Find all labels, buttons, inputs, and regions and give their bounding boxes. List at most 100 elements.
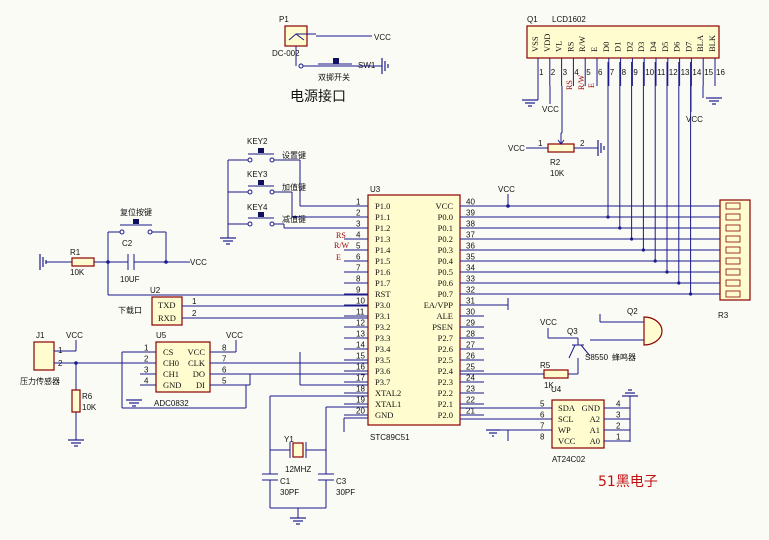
mcu-pin-number: 4: [356, 231, 361, 240]
crystal: [292, 442, 304, 458]
mcu-chip: [367, 194, 461, 426]
mcu-pin-label: P2.5: [438, 355, 453, 365]
pot-r2[interactable]: [547, 143, 575, 153]
lcd-pin-number: 2: [551, 68, 556, 77]
mcu-pin-number: 21: [466, 407, 475, 416]
lcd-pin-label: D3: [636, 42, 646, 52]
switch-actuator[interactable]: [333, 58, 339, 64]
power-jack-ref: P1: [279, 15, 289, 24]
c1-ref: C1: [280, 477, 291, 486]
mcu-pin-label: P1.7: [375, 278, 390, 288]
adc-pin-number: 5: [222, 377, 227, 386]
mcu-pin-label: P3.1: [375, 311, 390, 321]
lcd-pin-number: 16: [716, 68, 725, 77]
lcd-pin-number: 8: [622, 68, 627, 77]
mcu-pin-number: 5: [356, 242, 361, 251]
mcu-pin-label: P3.3: [375, 333, 390, 343]
transistor-part: S8550: [585, 353, 609, 362]
eeprom-pin-number: 2: [616, 422, 621, 431]
junction-dot: [689, 292, 693, 296]
mcu-pin-label: P1.3: [375, 234, 390, 244]
c3-val: 30PF: [336, 488, 355, 497]
mcu-pin-number: 31: [466, 297, 475, 306]
key4[interactable]: KEY4 减值键: [228, 203, 306, 228]
mcu-pin-number: 20: [356, 407, 365, 416]
svg-text:2: 2: [580, 139, 585, 148]
mcu-pin-label: P2.0: [438, 410, 453, 420]
key2-label: 设置键: [282, 150, 306, 160]
adc-pin-label: CLK: [188, 358, 206, 368]
rnet-resistor: [725, 268, 741, 276]
buzzer-label: 蜂鸣器: [612, 352, 636, 362]
junction-dot: [618, 226, 622, 230]
power-jack[interactable]: [284, 25, 308, 47]
lcd-pin-number: 6: [598, 68, 603, 77]
rnet-resistor: [725, 246, 741, 254]
rnet-resistor: [725, 235, 741, 243]
crystal-ref: Y1: [284, 435, 294, 444]
reset-button[interactable]: [133, 219, 139, 224]
mcu-pin-label: P3.6: [375, 366, 390, 376]
pot-val: 10K: [550, 169, 565, 178]
mcu-pin-label: P1.4: [375, 245, 391, 255]
mcu-pin-number: 38: [466, 220, 475, 229]
svg-text:KEY2: KEY2: [247, 137, 268, 146]
junction-dot: [641, 248, 646, 252]
mcu-pin-number: 9: [356, 286, 361, 295]
key3[interactable]: KEY3 加值键: [228, 170, 306, 217]
mcu-pin-number: 34: [466, 264, 475, 273]
r5-ref: R5: [540, 361, 551, 370]
transistor-ref: Q3: [567, 327, 578, 336]
mcu-pin-label: P1.2: [375, 223, 390, 233]
mcu-pin-number: 7: [356, 264, 361, 273]
brand-watermark: 51黑电子: [598, 474, 658, 490]
mcu-pin-number: 10: [356, 297, 365, 306]
lcd-pin-label: D0: [601, 42, 611, 52]
pot-section: VCC 1 2 R2 10K: [508, 133, 605, 178]
power-vcc: VCC: [374, 33, 391, 42]
mcu-pin-label: ALE: [436, 311, 453, 321]
power-jack-part: DC-002: [272, 49, 300, 58]
svg-text:RXD: RXD: [158, 313, 176, 323]
uart-label: 下载口: [118, 305, 142, 315]
svg-text:VCC: VCC: [686, 115, 703, 124]
mcu-pin-label: P0.0: [438, 212, 453, 222]
resistor-network: [719, 199, 751, 301]
mcu-pin-number: 6: [356, 253, 361, 262]
uart-header[interactable]: [151, 296, 183, 326]
rnet-resistor: [725, 290, 741, 298]
r1-val: 10K: [70, 268, 85, 277]
lcd-pin-label: RS: [565, 41, 575, 52]
mcu-pin-number: 16: [356, 363, 365, 372]
key2[interactable]: KEY2 设置键: [228, 137, 306, 206]
lcd-module: [526, 25, 720, 59]
mcu-pin-label: P3.0: [375, 300, 390, 310]
pot-ref: R2: [550, 158, 561, 167]
lcd-pin-number: 1: [539, 68, 544, 77]
power-section: P1 VCC DC-002 双掷开关 SW1 电源接口: [272, 15, 391, 105]
buzzer-ref: Q2: [627, 307, 638, 316]
adc-pin-number: 8: [222, 344, 227, 353]
sensor-connector[interactable]: [33, 341, 55, 371]
eeprom-pin-label: GND: [582, 403, 600, 413]
svg-text:R/W: R/W: [577, 74, 586, 90]
lcd-pin-label: BLK: [707, 34, 717, 52]
r5-val: 1K: [544, 381, 554, 390]
mcu-pin-label: P2.7: [438, 333, 453, 343]
lcd-pin-number: 14: [692, 68, 701, 77]
sensor-vcc: VCC: [66, 331, 83, 340]
mcu-pin-number: 17: [356, 374, 365, 383]
reset-cap-ref: C2: [122, 239, 133, 248]
lcd-part: LCD1602: [552, 15, 586, 24]
mcu-pin-number: 33: [466, 275, 475, 284]
eeprom-chip: [551, 399, 605, 449]
mcu-pin-number: 2: [356, 209, 361, 218]
key3-label: 加值键: [282, 182, 306, 192]
lcd-pin-number: 15: [704, 68, 713, 77]
mcu-pin-number: 19: [356, 396, 365, 405]
mcu-vcc: VCC: [498, 185, 515, 194]
svg-text:1: 1: [192, 297, 197, 306]
adc-pin-number: 6: [222, 366, 227, 375]
